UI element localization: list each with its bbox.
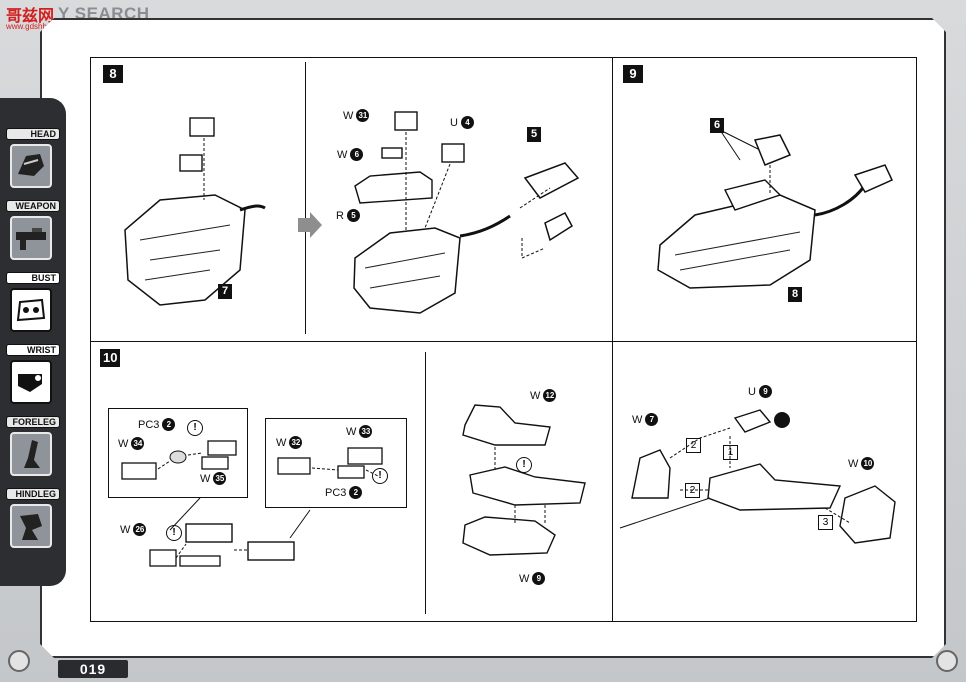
order-mark: 2 <box>686 438 701 453</box>
step-10-number: 10 <box>100 349 121 367</box>
corner-ornament-icon <box>8 650 30 672</box>
sidebar-item-foreleg[interactable]: FORELEG <box>0 416 62 480</box>
callout-prefix: W <box>200 472 211 485</box>
step8-part-tag-left: 7 <box>218 284 233 299</box>
callout-number: 9 <box>532 572 546 585</box>
callout-prefix: W <box>346 425 357 438</box>
step8-split <box>305 62 306 334</box>
callout-prefix: W <box>118 437 129 450</box>
step9-part-tag-bottom: 8 <box>788 287 803 302</box>
callout-prefix: W <box>519 572 530 585</box>
row-divider <box>90 341 917 342</box>
caution-icon: ! <box>187 420 203 436</box>
sidebar-item-label: WRIST <box>6 344 60 356</box>
callout-prefix: U <box>450 116 458 129</box>
step10-arm-assembly <box>619 409 896 544</box>
head-icon <box>10 144 52 188</box>
watermark-logo: 哥兹网 <box>6 6 55 25</box>
callout-number: 6 <box>350 148 364 161</box>
sidebar-item-wrist[interactable]: WRIST <box>0 344 62 408</box>
caution-icon: ! <box>372 468 388 484</box>
bust-icon <box>10 288 52 332</box>
order-mark: 3 <box>818 515 833 530</box>
callout-number: 5 <box>346 209 360 222</box>
callout-number: 2 <box>162 418 176 431</box>
sidebar-item-label: FORELEG <box>6 416 60 428</box>
callout-number: 12 <box>543 389 557 402</box>
step9-body-assembly <box>657 129 894 289</box>
callout-prefix: W <box>276 436 287 449</box>
watermark-url: www.gdshbs.com <box>6 22 69 31</box>
callout-number: 34 <box>131 437 145 450</box>
subassembly-right-parts <box>277 447 383 479</box>
callout-number: 2 <box>349 486 363 499</box>
wrist-icon <box>10 360 52 404</box>
step-8-number: 8 <box>103 65 123 83</box>
step10-split <box>425 352 426 614</box>
page-number: 019 <box>58 660 128 678</box>
callout-prefix: PC3 <box>138 418 160 431</box>
callout-number: 33 <box>359 425 373 438</box>
callout-number: 32 <box>289 436 303 449</box>
callout-number: 9 <box>758 385 772 398</box>
step9-part-tag-top: 6 <box>710 118 725 133</box>
callout-prefix: W <box>120 523 131 536</box>
callout-prefix: W <box>632 413 643 426</box>
step8-body-assembly-right <box>353 111 580 314</box>
callout-prefix: PC3 <box>325 486 347 499</box>
sidebar-item-label: WEAPON <box>6 200 60 212</box>
subassembly-left-parts <box>121 440 237 480</box>
corner-ornament-icon <box>936 650 958 672</box>
hindleg-icon <box>10 504 52 548</box>
callout-prefix: W <box>343 109 354 122</box>
callout-number: 7 <box>645 413 659 426</box>
callout-prefix: U <box>748 385 756 398</box>
caution-icon: ! <box>516 457 532 473</box>
callout-number: 10 <box>861 457 875 470</box>
callout-prefix: W <box>337 148 348 161</box>
step8-body-assembly-left <box>124 117 266 306</box>
column-divider <box>612 57 613 622</box>
callout-number: 26 <box>133 523 147 536</box>
caution-icon: ! <box>166 525 182 541</box>
sidebar-item-label: HEAD <box>6 128 60 140</box>
instruction-grid <box>90 57 917 622</box>
step-arrow-icon <box>298 212 322 238</box>
callout-number: 31 <box>356 109 370 122</box>
weapon-icon <box>10 216 52 260</box>
sidebar-item-head[interactable]: HEAD <box>0 128 62 192</box>
callout-prefix: R <box>336 209 344 222</box>
sidebar-item-label: HINDLEG <box>6 488 60 500</box>
sidebar-item-label: BUST <box>6 272 60 284</box>
sidebar-item-weapon[interactable]: WEAPON <box>0 200 62 264</box>
callout-number: 4 <box>460 116 474 129</box>
sidebar-item-hindleg[interactable]: HINDLEG <box>0 488 62 552</box>
step8-part-tag-right: 5 <box>527 127 542 142</box>
foreleg-icon <box>10 432 52 476</box>
step10-frame-assembly <box>462 404 586 556</box>
callout-number: 35 <box>213 472 227 485</box>
step10-wrist-assembly <box>149 497 311 567</box>
callout-prefix: W <box>530 389 541 402</box>
callout-prefix: W <box>848 457 859 470</box>
step-9-number: 9 <box>623 65 643 83</box>
section-sidebar: HEAD WEAPON BUST WRIST FORELEG HINDLEG <box>0 98 66 586</box>
sidebar-item-bust[interactable]: BUST <box>0 272 62 336</box>
